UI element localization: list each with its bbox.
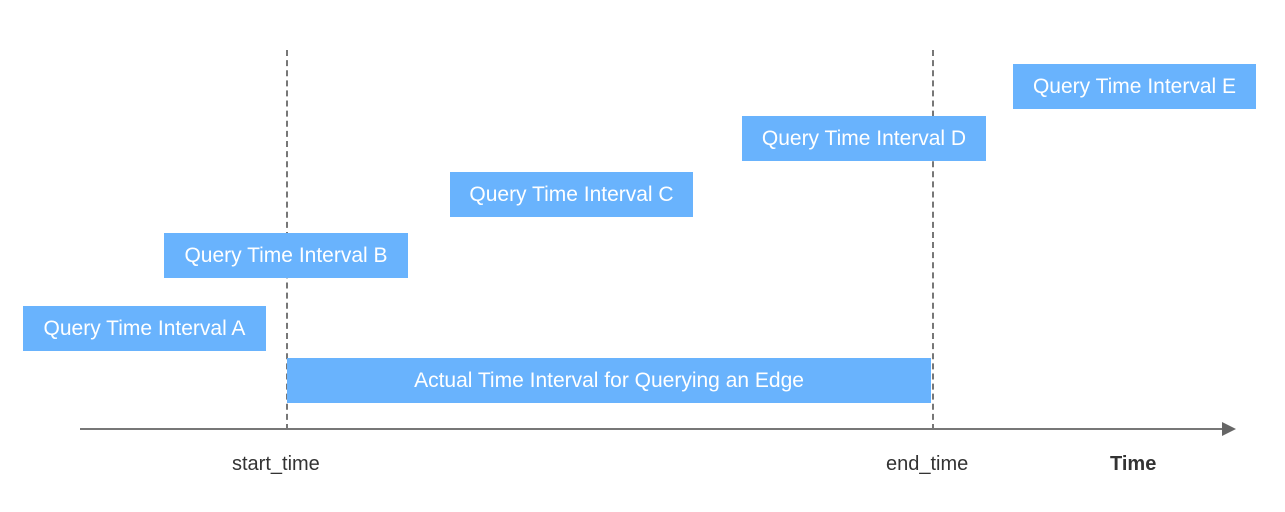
query-interval-a: Query Time Interval A (23, 306, 266, 351)
axis-arrow-icon (1222, 422, 1236, 436)
end-time-marker-line (932, 50, 934, 430)
query-interval-e: Query Time Interval E (1013, 64, 1256, 109)
query-interval-c: Query Time Interval C (450, 172, 693, 217)
query-interval-b: Query Time Interval B (164, 233, 408, 278)
axis-title: Time (1110, 453, 1157, 475)
time-axis (80, 428, 1228, 430)
end-time-label: end_time (886, 453, 969, 475)
query-interval-d: Query Time Interval D (742, 116, 986, 161)
actual-interval: Actual Time Interval for Querying an Edg… (287, 358, 931, 403)
start-time-label: start_time (232, 453, 320, 475)
